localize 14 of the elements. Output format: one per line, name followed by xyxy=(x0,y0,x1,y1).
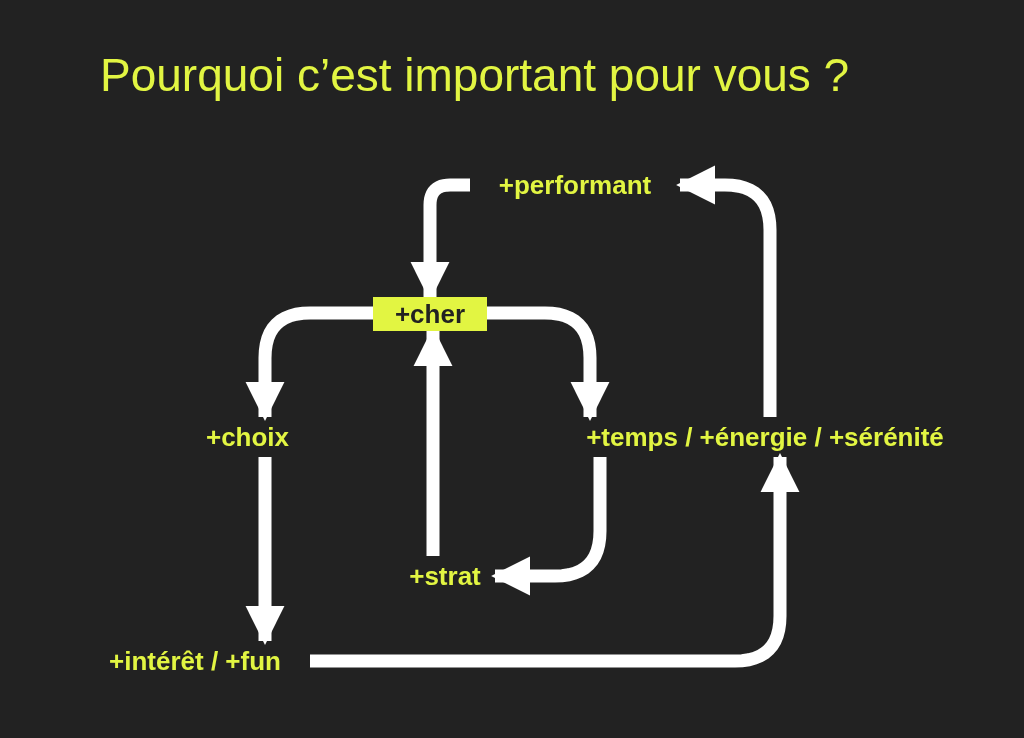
title: Pourquoi c’est important pour vous ? xyxy=(100,48,850,102)
node-text: +cher xyxy=(394,298,466,330)
node-text: +intérêt / +fun xyxy=(109,645,281,677)
arrow xyxy=(310,453,800,668)
node-text: +choix xyxy=(205,421,290,453)
arrow xyxy=(487,306,610,421)
node-text: +temps / +énergie / +sérénité xyxy=(586,421,944,453)
arrow xyxy=(491,457,607,596)
arrow xyxy=(245,306,373,421)
node-text: +strat xyxy=(409,560,481,592)
arrow xyxy=(676,165,777,417)
node-text: +performant xyxy=(498,169,652,201)
highlighted-label xyxy=(373,297,487,331)
arrow xyxy=(245,457,285,645)
